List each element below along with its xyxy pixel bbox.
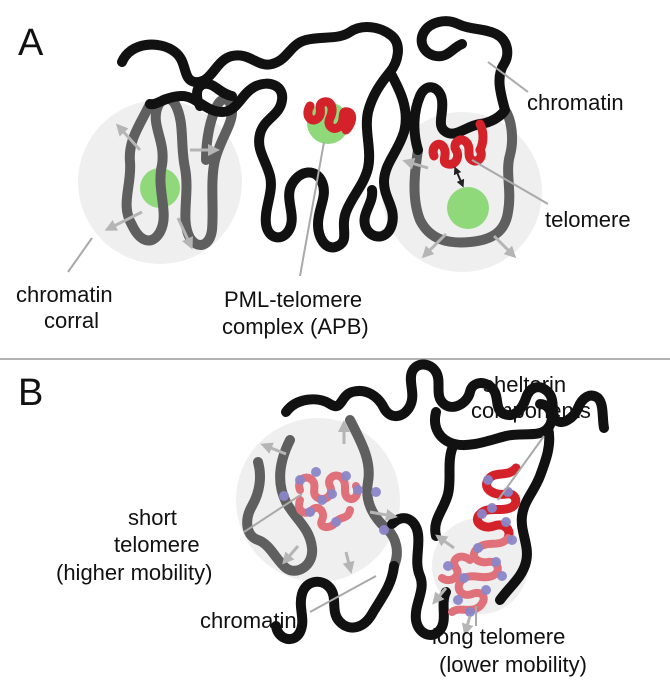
chromatin-fiber-corral-right [409,105,518,248]
corral-short-arrows [260,420,398,574]
chromatin-fiber-a [117,22,403,253]
label-long-line2: (lower mobility) [439,652,587,677]
chromatin-fiber-b [281,359,609,433]
telomere-apb [303,97,357,135]
chromatin-fiber-corral-left [121,94,237,250]
label-chromatin-a: chromatin [527,90,624,115]
label-short-line1: short [128,505,177,530]
label-telomere-a: telomere [545,207,631,232]
panel-a: A [16,16,631,339]
leader-short-telomere [243,493,303,533]
leader-corral [67,237,93,273]
chromatin-fiber-corral-b2 [345,415,402,571]
long-telomere-lower-2 [438,552,474,585]
chromatin-fiber-b2 [430,399,557,450]
long-telomere-upper [472,463,521,543]
panel-a-letter: A [18,22,44,64]
chromatin-fiber-b3 [271,561,399,645]
short-telomere [295,471,362,503]
chromatin-fiber-a2 [191,78,237,111]
chromatin-fiber-b4 [387,513,451,640]
chromatin-fiber-a4 [409,16,513,155]
leader-apb [299,141,325,277]
chromatin-fiber-corral-b [242,435,318,576]
shelterin-short [279,467,389,535]
label-shelterin-line2: components [471,398,591,423]
label-corral-line2: corral [44,308,99,333]
panel-b: B [18,359,609,677]
corral-long-arrows [432,534,474,636]
label-short-line3: (higher mobility) [56,560,213,585]
label-shelterin-line1: shelterin [483,372,566,397]
telomere-pml-interaction-arrow [453,166,465,188]
chromatin-fiber-b6 [495,423,555,605]
leader-telomere-a [471,159,549,205]
leader-shelterin [497,435,545,501]
label-apb-line1: PML-telomere [224,287,362,312]
corral-left-arrows [104,123,220,250]
shelterin-long [443,475,517,617]
chromatin-fiber-a3 [359,67,411,242]
leader-chromatin-b [309,575,377,613]
telomere-right-stem [475,119,488,155]
label-corral-line1: chromatin [16,282,113,307]
pml-body-right [447,187,489,229]
leader-chromatin-a [487,61,529,93]
panel-b-letter: B [18,372,43,414]
chromatin-fiber-b5 [430,439,459,541]
label-long-line1: long telomere [432,624,565,649]
corral-right-arrows [402,157,517,259]
label-apb-line2: complex (APB) [222,314,369,339]
label-chromatin-b: chromatin [200,608,297,633]
label-short-line2: telomere [114,532,200,557]
